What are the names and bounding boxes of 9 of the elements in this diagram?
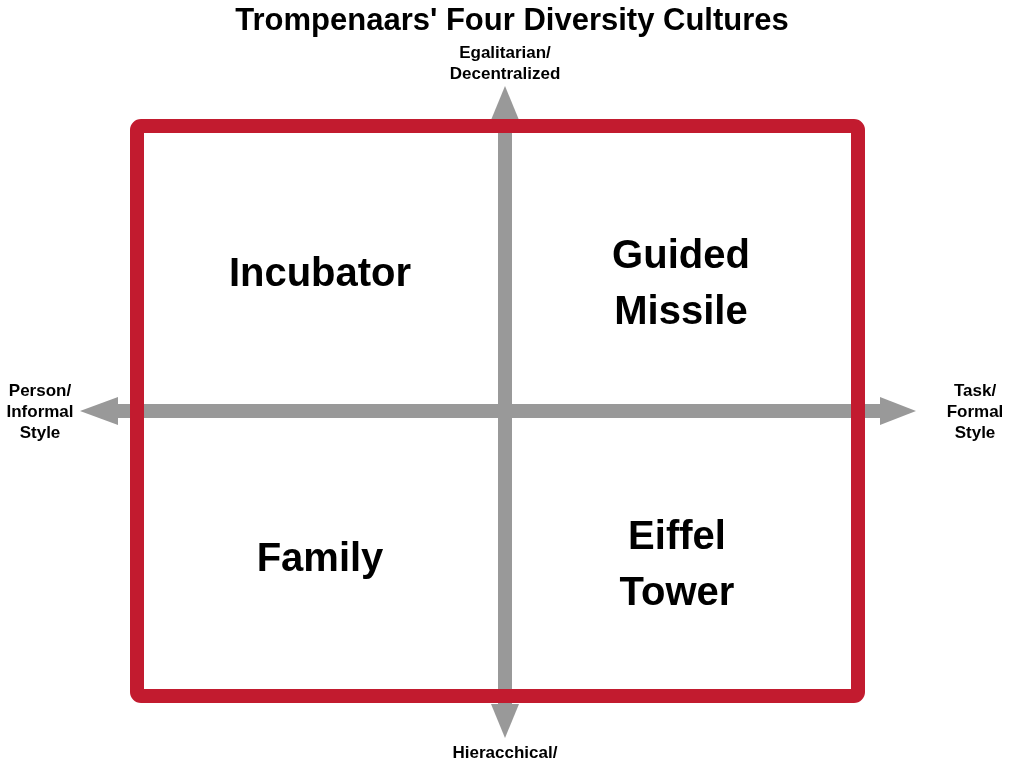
axis-label: Hieracchical/ [452, 741, 558, 763]
axis-label: Task/ Formal Style [946, 379, 1004, 443]
quadrant-label: Guided Missile [612, 226, 750, 338]
quadrant-label: Eiffel Tower [619, 507, 735, 619]
quadrant-label: Incubator [228, 244, 412, 300]
axis-label: Person/ Informal Style [6, 379, 74, 443]
quadrant-label: Family [256, 529, 384, 585]
axis-label: Egalitarian/ Decentralized [449, 42, 561, 84]
diagram-title: Trompenaars' Four Diversity Cultures [235, 2, 789, 38]
